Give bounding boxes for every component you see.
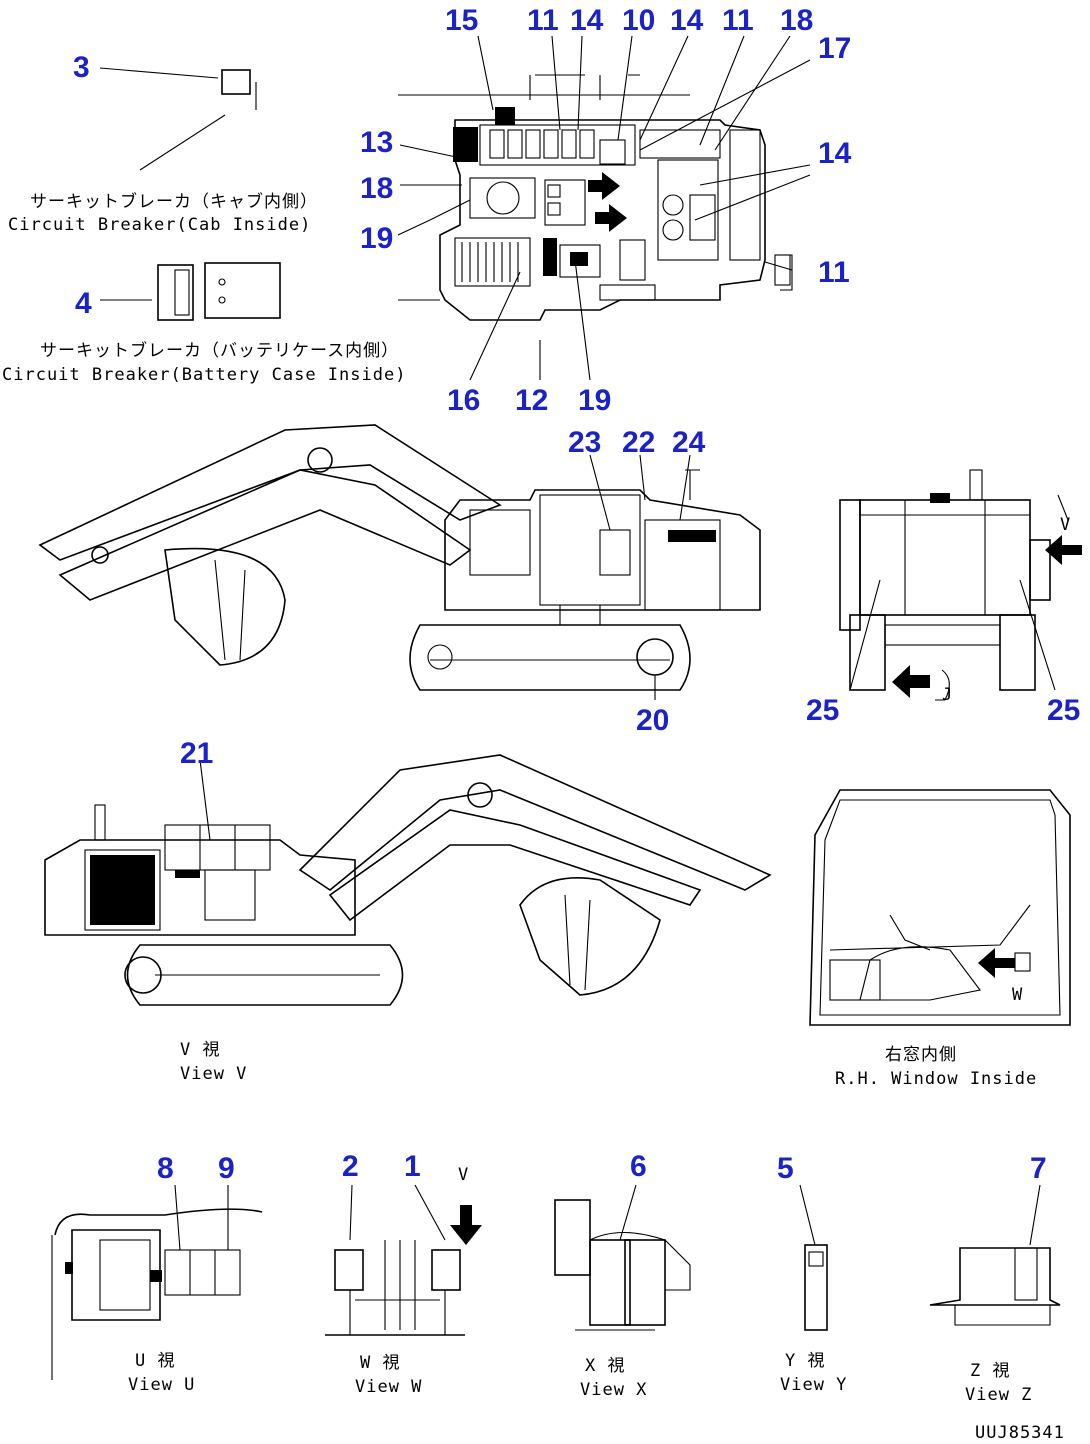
caption-view-v-jp: V 視 — [180, 1040, 220, 1060]
callout-20: 20 — [636, 704, 669, 737]
callout-8: 8 — [157, 1152, 174, 1185]
callout-11: 11 — [722, 4, 754, 37]
callout-6: 6 — [630, 1150, 647, 1183]
caption-view-z-en: View Z — [965, 1385, 1032, 1405]
callout-4: 4 — [75, 287, 92, 320]
excavator-view-v — [44, 754, 772, 1006]
callout-3: 3 — [73, 51, 90, 84]
caption-battery-en: Circuit Breaker(Battery Case Inside) — [2, 365, 406, 385]
caption-view-w-en: View W — [355, 1377, 422, 1397]
callout-16: 16 — [447, 384, 480, 417]
caption-view-z-jp: Z 視 — [970, 1361, 1010, 1381]
callout-11: 11 — [527, 4, 559, 37]
view-letter-v-2: V — [458, 1165, 469, 1185]
circuit-breaker-cab-inside — [99, 67, 257, 171]
callout-14: 14 — [570, 4, 604, 37]
callout-2: 2 — [342, 1150, 359, 1183]
callout-5: 5 — [777, 1152, 794, 1185]
excavator-side-view-left — [38, 424, 761, 700]
callout-21: 21 — [180, 737, 213, 770]
view-y — [799, 1184, 828, 1331]
callout-22: 22 — [622, 426, 655, 459]
caption-cab-jp: サーキットブレーカ（キャブ内側） — [30, 191, 318, 212]
view-letter-w: W — [1012, 985, 1023, 1005]
callout-19: 19 — [360, 222, 393, 255]
callout-14: 14 — [818, 137, 852, 170]
excavator-rear-view — [839, 469, 1082, 701]
view-z — [929, 1184, 1061, 1326]
view-letter-j: J — [942, 685, 953, 705]
rh-window-inside-view — [809, 789, 1071, 1026]
callout-25: 25 — [1047, 694, 1080, 727]
caption-battery-jp: サーキットブレーカ（バッテリケース内側） — [40, 340, 399, 361]
callout-18: 18 — [780, 4, 813, 37]
caption-view-y-en: View Y — [780, 1375, 847, 1395]
caption-view-v-en: View V — [180, 1064, 247, 1084]
callout-19: 19 — [578, 384, 611, 417]
caption-cab-en: Circuit Breaker(Cab Inside) — [8, 215, 311, 235]
view-w — [325, 1184, 482, 1336]
callout-numbers: 15 11 14 10 14 11 18 17 13 18 19 14 11 1… — [73, 4, 1080, 1185]
drawing-number: UUJ85341 — [975, 1423, 1065, 1443]
callout-25: 25 — [806, 694, 839, 727]
caption-window-en: R.H. Window Inside — [835, 1069, 1037, 1089]
caption-view-u-en: View U — [128, 1375, 195, 1395]
caption-view-x-en: View X — [580, 1380, 647, 1400]
callout-18: 18 — [360, 172, 393, 205]
view-letter-v: V — [1060, 515, 1071, 535]
captions: サーキットブレーカ（キャブ内側） Circuit Breaker(Cab Ins… — [2, 191, 1071, 1443]
caption-view-x-jp: X 視 — [585, 1356, 625, 1376]
callout-24: 24 — [672, 426, 706, 459]
callout-12: 12 — [515, 384, 548, 417]
callout-10: 10 — [622, 4, 655, 37]
callout-23: 23 — [568, 426, 601, 459]
callout-9: 9 — [218, 1152, 235, 1185]
caption-view-u-jp: U 視 — [135, 1351, 175, 1371]
caption-view-y-jp: Y 視 — [785, 1351, 825, 1371]
callout-7: 7 — [1030, 1152, 1047, 1185]
caption-window-jp: 右窓内側 — [885, 1045, 957, 1065]
view-u — [51, 1184, 263, 1380]
circuit-breaker-battery-inside — [100, 262, 281, 321]
callout-13: 13 — [360, 126, 393, 159]
upper-structure-plan-view — [397, 35, 811, 381]
callout-1: 1 — [404, 1150, 421, 1183]
callout-14: 14 — [670, 4, 704, 37]
view-x — [554, 1184, 691, 1331]
caption-view-w-jp: W 視 — [360, 1353, 400, 1373]
callout-15: 15 — [445, 4, 478, 37]
callout-17: 17 — [818, 32, 851, 65]
callout-11: 11 — [818, 256, 850, 289]
